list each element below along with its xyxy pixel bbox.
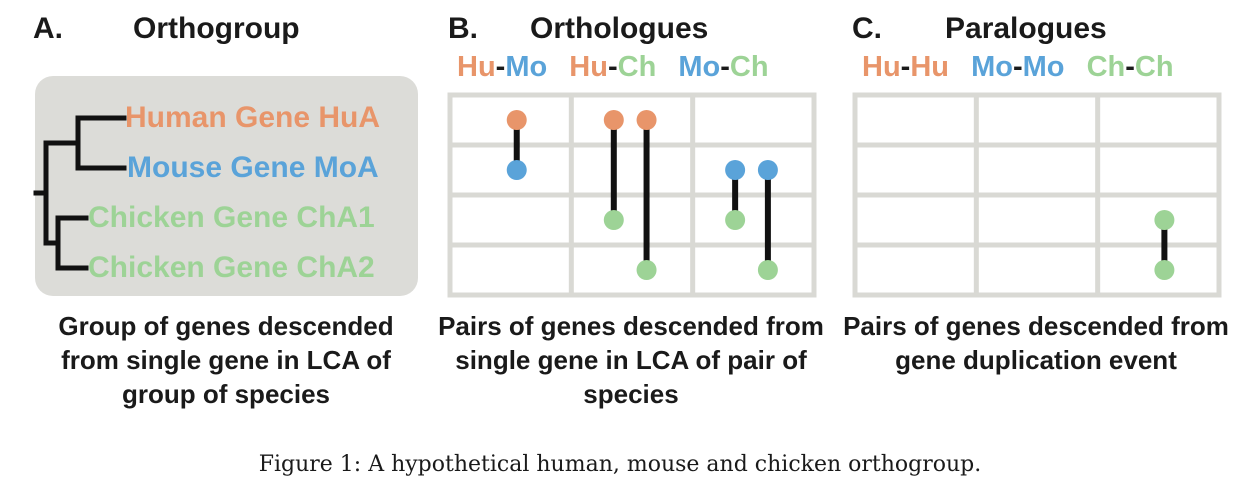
panel-a-title: Orthogroup bbox=[133, 12, 300, 45]
orthologues-grid bbox=[447, 92, 817, 298]
node-cha2 bbox=[636, 260, 657, 280]
node-cha2 bbox=[1154, 260, 1175, 280]
panel-b-title: Orthologues bbox=[530, 12, 709, 45]
node-hua bbox=[506, 110, 527, 130]
node-moa bbox=[725, 160, 746, 180]
panel-c-title: Paralogues bbox=[945, 12, 1107, 45]
node-hua bbox=[603, 110, 624, 130]
gene-label-human-hua: Human Gene HuA bbox=[125, 101, 381, 134]
node-moa bbox=[757, 160, 778, 180]
pair-label-ch-ch: Ch-Ch bbox=[1086, 51, 1174, 83]
pair-label-hu-hu: Hu-Hu bbox=[862, 51, 950, 83]
pair-label-mo-mo: Mo-Mo bbox=[971, 51, 1065, 83]
panel-c-caption: Pairs of genes descended from gene dupli… bbox=[843, 311, 1229, 375]
gene-label-mouse-moa: Mouse Gene MoA bbox=[127, 151, 379, 184]
node-cha1 bbox=[725, 210, 746, 230]
panel-b-caption: Pairs of genes descended from single gen… bbox=[438, 311, 824, 409]
node-cha1 bbox=[1154, 210, 1175, 230]
panel-b-letter: B. bbox=[448, 12, 478, 45]
paralogues-grid bbox=[852, 92, 1222, 298]
node-cha2 bbox=[757, 260, 778, 280]
node-hua bbox=[636, 110, 657, 130]
panel-b-pair-labels: Hu-Mo Hu-Ch Mo-Ch bbox=[457, 53, 769, 82]
node-moa bbox=[506, 160, 527, 180]
node-cha1 bbox=[603, 210, 624, 230]
pair-label-hu-ch: Hu-Ch bbox=[569, 51, 657, 83]
orthogroup-tree-box bbox=[35, 76, 418, 296]
panel-c-letter: C. bbox=[852, 12, 882, 45]
pair-label-hu-mo: Hu-Mo bbox=[457, 51, 548, 83]
panel-a-caption: Group of genes descended from single gen… bbox=[58, 311, 394, 409]
figure-caption: Figure 1: A hypothetical human, mouse an… bbox=[258, 452, 982, 477]
gene-label-chicken-cha1: Chicken Gene ChA1 bbox=[88, 201, 375, 234]
panel-c-pair-labels: Hu-Hu Mo-Mo Ch-Ch bbox=[862, 53, 1174, 82]
panel-a-letter: A. bbox=[33, 12, 63, 45]
gene-label-chicken-cha2: Chicken Gene ChA2 bbox=[88, 251, 375, 284]
pair-label-mo-ch: Mo-Ch bbox=[678, 51, 769, 83]
